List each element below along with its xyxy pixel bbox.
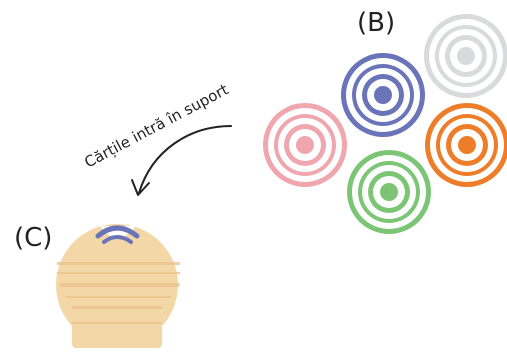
wooden-holder: [56, 224, 180, 348]
card-orange-ring-7: [458, 136, 476, 154]
curved-arrow: [131, 125, 232, 196]
card-pink-ring-7: [296, 136, 314, 154]
annotation-text: Cărțile intră în suport: [81, 80, 231, 171]
card-blue: [341, 53, 425, 137]
label-b: (B): [357, 8, 395, 38]
card-pink: [263, 103, 347, 187]
card-blue-ring-7: [374, 86, 392, 104]
inserted-card: [95, 225, 140, 244]
label-c: (C): [14, 223, 52, 253]
card-gray: [424, 14, 507, 98]
card-gray-ring-7: [457, 47, 475, 65]
card-green: [347, 150, 431, 234]
card-orange: [425, 103, 507, 187]
card-green-ring-7: [380, 183, 398, 201]
